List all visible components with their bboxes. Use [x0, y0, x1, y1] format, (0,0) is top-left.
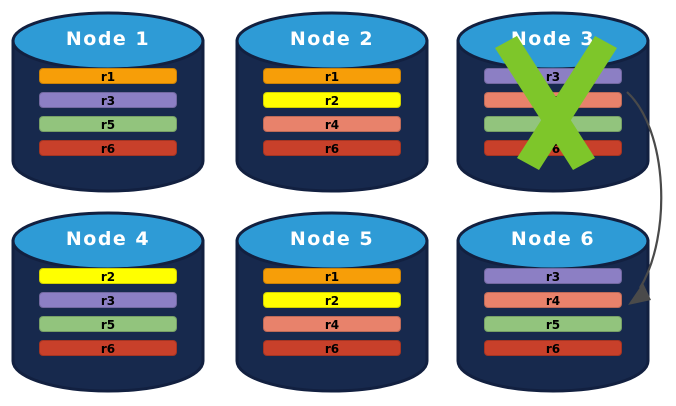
record-list: r1 r3 r5 r6 [39, 68, 177, 164]
record-list: r3 r4 r5 r6 [484, 68, 622, 164]
cylinder-top-disc [235, 11, 429, 71]
record-bar[interactable]: r2 [263, 92, 401, 108]
cylinder-top-disc [456, 11, 650, 71]
cylinder-top-disc [235, 211, 429, 271]
record-bar[interactable]: r3 [484, 268, 622, 284]
record-bar[interactable]: r5 [39, 316, 177, 332]
record-bar[interactable]: r2 [39, 268, 177, 284]
cylinder-top-disc [11, 211, 205, 271]
record-list: r3 r4 r5 r6 [484, 268, 622, 364]
record-bar[interactable]: r4 [263, 116, 401, 132]
record-bar[interactable]: r5 [484, 316, 622, 332]
record-list: r2 r3 r5 r6 [39, 268, 177, 364]
record-list: r1 r2 r4 r6 [263, 68, 401, 164]
record-bar[interactable]: r1 [263, 68, 401, 84]
record-bar[interactable]: r5 [484, 116, 622, 132]
record-list: r1 r2 r4 r6 [263, 268, 401, 364]
record-bar[interactable]: r5 [39, 116, 177, 132]
record-bar[interactable]: r2 [263, 292, 401, 308]
record-bar[interactable]: r1 [263, 268, 401, 284]
cylinder-top-disc [456, 211, 650, 271]
record-bar[interactable]: r6 [39, 340, 177, 356]
record-bar[interactable]: r6 [263, 140, 401, 156]
cylinder-top-disc [11, 11, 205, 71]
record-bar[interactable]: r1 [39, 68, 177, 84]
record-bar[interactable]: r4 [484, 292, 622, 308]
record-bar[interactable]: r4 [263, 316, 401, 332]
record-bar[interactable]: r6 [39, 140, 177, 156]
record-bar[interactable]: r6 [484, 140, 622, 156]
record-bar[interactable]: r3 [39, 292, 177, 308]
record-bar[interactable]: r6 [484, 340, 622, 356]
record-bar[interactable]: r3 [39, 92, 177, 108]
record-bar[interactable]: r6 [263, 340, 401, 356]
record-bar[interactable]: r4 [484, 92, 622, 108]
record-bar[interactable]: r3 [484, 68, 622, 84]
